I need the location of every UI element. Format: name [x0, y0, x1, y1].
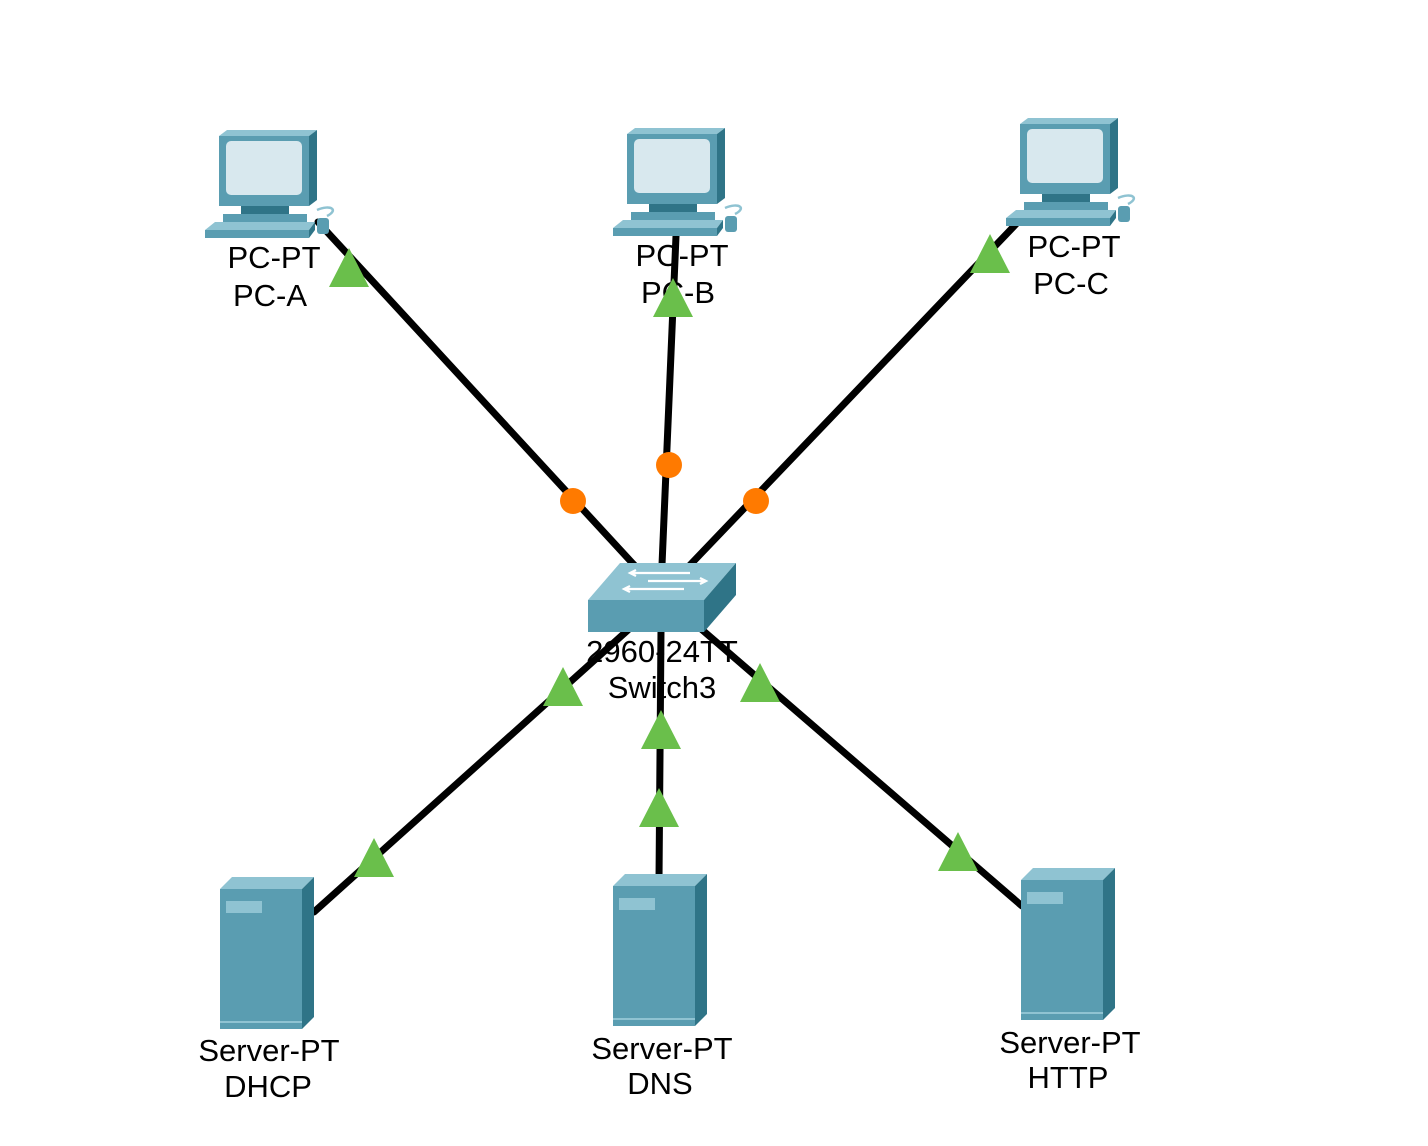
device-model-label: PC-PT [1028, 229, 1121, 264]
switch-icon [588, 563, 736, 632]
link-up-indicator [653, 278, 693, 317]
server-icon [613, 874, 707, 1026]
link-status-indicators [329, 234, 1010, 877]
link-up-indicator [543, 667, 583, 706]
link-up-indicator [639, 788, 679, 827]
server-icon [1021, 868, 1115, 1020]
link-blocking-indicator [560, 488, 586, 514]
device-model-label: 2960-24TT [586, 634, 738, 669]
link-switch3-pc-c[interactable] [686, 218, 1022, 569]
pc-icon [613, 128, 743, 236]
link-switch3-dns[interactable] [655, 626, 665, 884]
device-name-label: PC-A [233, 278, 307, 313]
device-name-label: DNS [627, 1066, 692, 1101]
device-name-label: DHCP [224, 1069, 312, 1104]
link-up-indicator [970, 234, 1010, 273]
pc-icon [1006, 118, 1136, 226]
device-model-label: PC-PT [228, 240, 321, 275]
device-http-server[interactable]: Server-PT HTTP [999, 868, 1141, 1095]
device-name-label: Switch3 [608, 670, 717, 705]
server-icon [220, 877, 314, 1029]
link-up-indicator [329, 248, 369, 287]
device-model-label: Server-PT [999, 1025, 1140, 1060]
device-switch3[interactable]: 2960-24TT Switch3 [586, 563, 738, 705]
device-name-label: HTTP [1028, 1060, 1109, 1095]
pc-icon [205, 130, 335, 238]
device-dns-server[interactable]: Server-PT DNS [591, 874, 733, 1101]
link-up-indicator [938, 832, 978, 871]
device-model-label: PC-PT [636, 238, 729, 273]
link-blocking-indicator [743, 488, 769, 514]
link-switch3-pc-a[interactable] [314, 218, 640, 571]
device-model-label: Server-PT [591, 1031, 732, 1066]
device-pc-a[interactable]: PC-PT PC-A [205, 130, 335, 313]
link-up-indicator [354, 838, 394, 877]
link-up-indicator [740, 663, 780, 702]
link-blocking-indicator [656, 452, 682, 478]
device-model-label: Server-PT [198, 1033, 339, 1068]
device-dhcp-server[interactable]: Server-PT DHCP [198, 877, 340, 1104]
device-pc-c[interactable]: PC-PT PC-C [1006, 118, 1136, 301]
link-up-indicator [641, 710, 681, 749]
device-name-label: PC-C [1033, 266, 1109, 301]
device-pc-b[interactable]: PC-PT PC-B [613, 128, 743, 310]
